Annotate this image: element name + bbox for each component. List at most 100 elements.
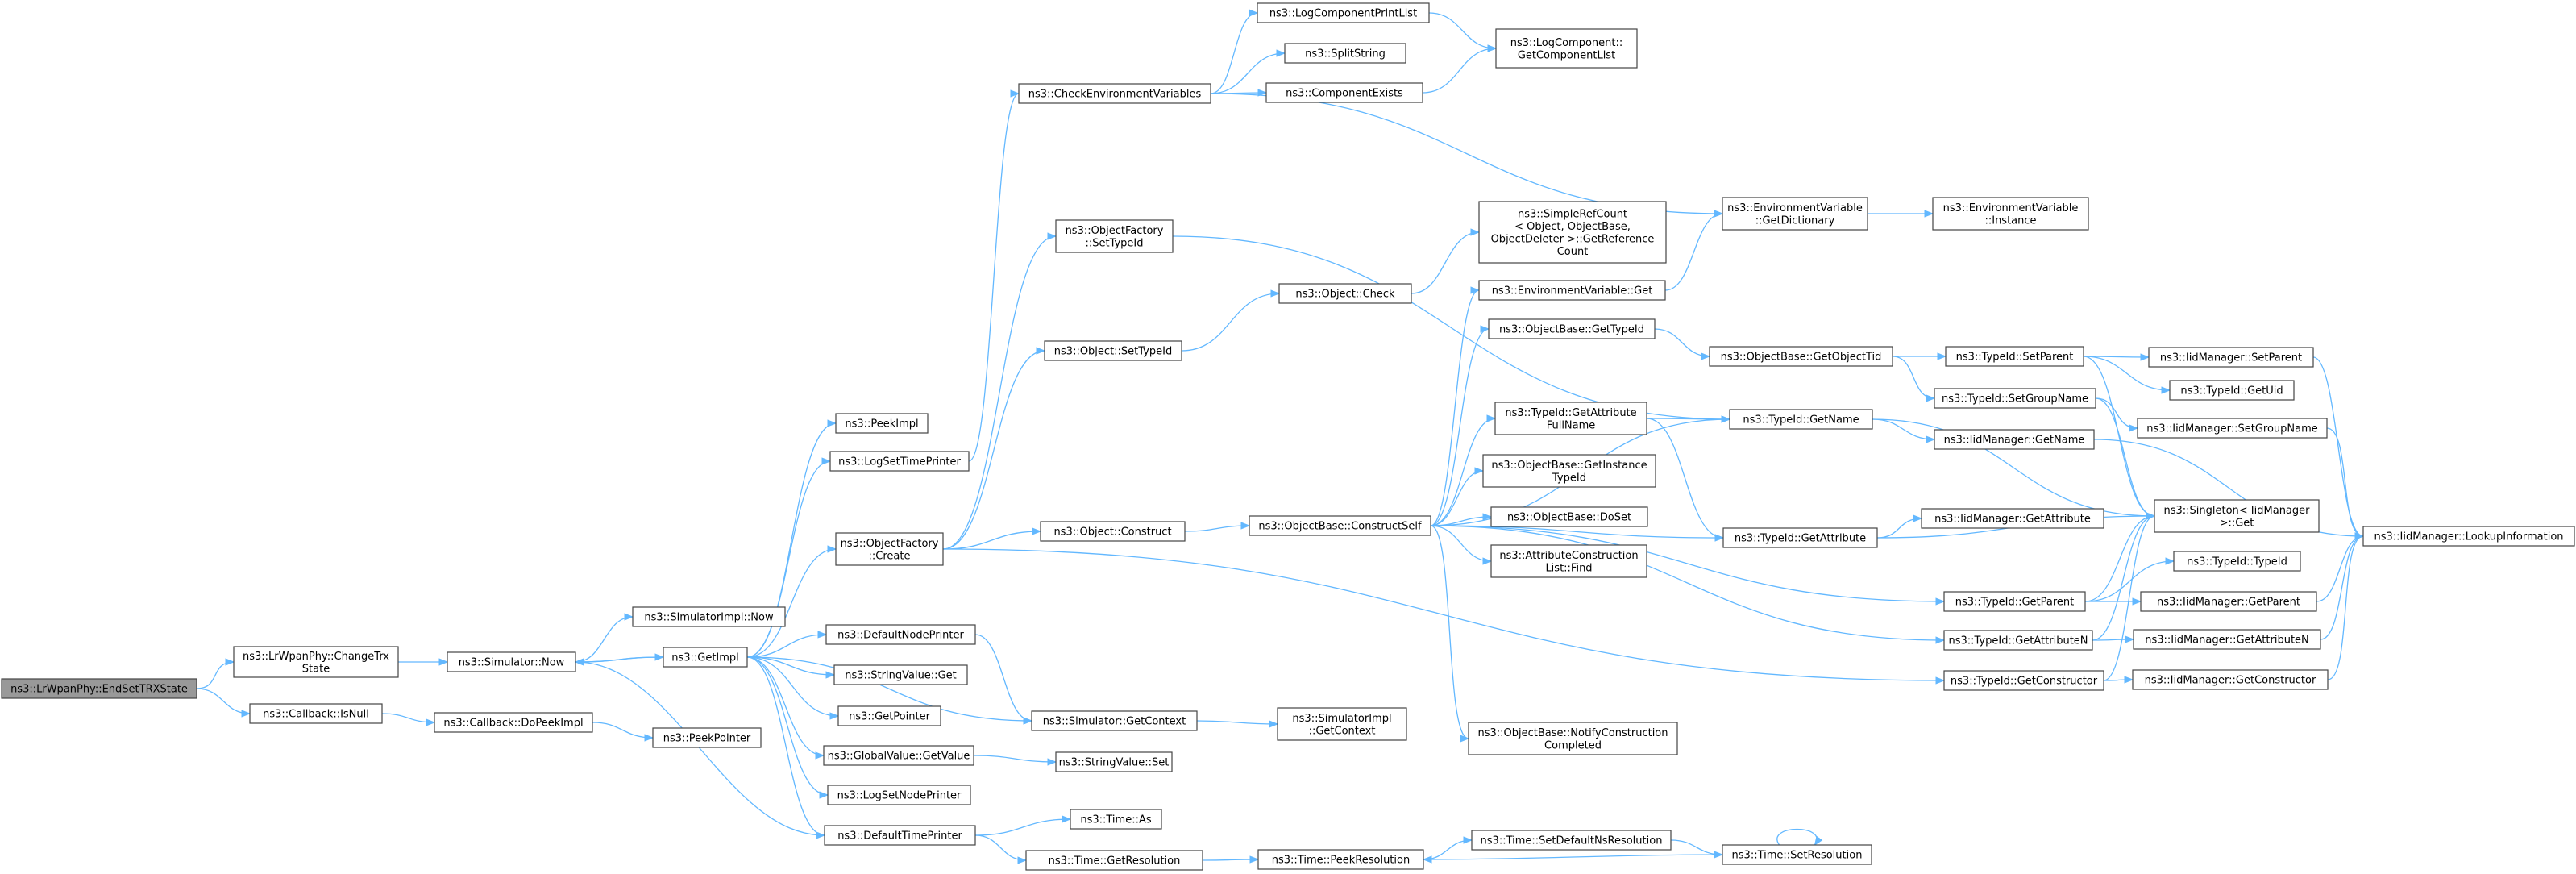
node-label: ns3::TypeId::GetAttribute: [1735, 533, 1866, 545]
edge-iidmgrgetparent-to-iidmgrlookup: [2316, 532, 2365, 602]
node-typeidgetattr[interactable]: ns3::TypeId::GetAttribute: [1722, 527, 1878, 548]
node-label: ns3::GetPointer: [849, 711, 930, 723]
node-compexists[interactable]: ns3::ComponentExists: [1265, 82, 1423, 103]
node-typeidgetparent[interactable]: ns3::TypeId::GetParent: [1943, 591, 2086, 612]
node-iidmgrgetattr[interactable]: ns3::IidManager::GetAttribute: [1921, 508, 2104, 529]
node-typeidgetuid[interactable]: ns3::TypeId::GetUid: [2169, 380, 2295, 401]
node-box: [1478, 201, 1667, 264]
node-label: ns3::Callback::DoPeekImpl: [443, 718, 583, 730]
node-logsettime[interactable]: ns3::LogSetTimePrinter: [829, 451, 970, 472]
node-typeidgetname[interactable]: ns3::TypeId::GetName: [1729, 409, 1873, 430]
node-objsettype[interactable]: ns3::Object::SetTypeId: [1044, 340, 1182, 361]
node-cbisnull[interactable]: ns3::Callback::IsNull: [249, 703, 383, 724]
node-timepeekres[interactable]: ns3::Time::PeekResolution: [1257, 849, 1424, 870]
node-box: [1490, 544, 1647, 578]
node-typeidgetconstr[interactable]: ns3::TypeId::GetConstructor: [1943, 670, 2104, 691]
node-simplerefcount[interactable]: ns3::SimpleRefCount< Object, ObjectBase,…: [1478, 201, 1667, 264]
node-getpointer[interactable]: ns3::GetPointer: [837, 705, 941, 726]
node-label: ::GetContext: [1309, 725, 1376, 737]
node-label: ns3::IidManager::GetParent: [2157, 597, 2300, 609]
node-peekpointer[interactable]: ns3::PeekPointer: [652, 727, 762, 748]
node-label: ns3::IidManager::LookupInformation: [2374, 531, 2563, 543]
node-envvargetdict[interactable]: ns3::EnvironmentVariable::GetDictionary: [1722, 197, 1868, 231]
node-deftimeprinter[interactable]: ns3::DefaultTimePrinter: [824, 825, 976, 846]
node-iidmgrlookup[interactable]: ns3::IidManager::LookupInformation: [2362, 526, 2575, 547]
node-box: [823, 745, 974, 766]
node-label: ObjectDeleter >::GetReference: [1491, 233, 1655, 245]
node-iidmgrgetparent[interactable]: ns3::IidManager::GetParent: [2140, 591, 2317, 612]
node-logcompgetlist[interactable]: ns3::LogComponent::GetComponentList: [1495, 28, 1638, 69]
node-iidmgrsetgroup[interactable]: ns3::IidManager::SetGroupName: [2137, 418, 2328, 439]
node-peekimpl[interactable]: ns3::PeekImpl: [835, 413, 929, 434]
edge-typeidgetconstr-to-singletonget: [2103, 512, 2156, 681]
node-box: [1945, 346, 2084, 367]
node-label: ns3::EnvironmentVariable::Get: [1492, 285, 1653, 298]
node-splitstring[interactable]: ns3::SplitString: [1284, 43, 1406, 64]
edge-getimpl-to-globalvalget: [746, 656, 825, 760]
node-timegetres[interactable]: ns3::Time::GetResolution: [1025, 850, 1203, 871]
node-box: [1040, 521, 1186, 542]
node-objbasedoset[interactable]: ns3::ObjectBase::DoSet: [1490, 506, 1648, 527]
edge-root-to-cbisnull: [196, 688, 251, 718]
node-objfactsettype[interactable]: ns3::ObjectFactory::SetTypeId: [1055, 219, 1174, 253]
node-objconstruct[interactable]: ns3::Object::Construct: [1040, 521, 1186, 542]
node-box: [1025, 850, 1203, 871]
node-checkenv[interactable]: ns3::CheckEnvironmentVariables: [1018, 83, 1211, 104]
node-getimpl[interactable]: ns3::GetImpl: [663, 647, 748, 668]
node-label: State: [302, 663, 330, 675]
edge-getimpl-to-deftimeprinter: [746, 656, 826, 839]
node-iidmgrgetname[interactable]: ns3::IidManager::GetName: [1934, 429, 2095, 450]
node-objbasegetobjtid[interactable]: ns3::ObjectBase::GetObjectTid: [1709, 346, 1893, 367]
node-defnodeprinter[interactable]: ns3::DefaultNodePrinter: [825, 624, 976, 645]
edge-cbisnull-to-cbdopeek: [381, 713, 436, 726]
node-cbdopeek[interactable]: ns3::Callback::DoPeekImpl: [434, 712, 593, 733]
node-box: [1495, 28, 1638, 69]
node-simimplgetctx[interactable]: ns3::SimulatorImpl::GetContext: [1277, 707, 1407, 741]
node-strvalset[interactable]: ns3::StringValue::Set: [1055, 751, 1173, 772]
node-label: ns3::GetImpl: [671, 652, 739, 664]
node-globalvalget[interactable]: ns3::GlobalValue::GetValue: [823, 745, 974, 766]
node-typeidsetparent[interactable]: ns3::TypeId::SetParent: [1945, 346, 2084, 367]
node-constructself[interactable]: ns3::ObjectBase::ConstructSelf: [1249, 515, 1431, 536]
edge-cbdopeek-to-peekpointer: [592, 722, 654, 742]
node-typeidgetattrn[interactable]: ns3::TypeId::GetAttributeN: [1943, 630, 2093, 651]
node-label: ns3::TypeId::GetUid: [2180, 385, 2283, 397]
edge-getimpl-to-defnodeprinter: [746, 631, 828, 658]
node-notifyconstr[interactable]: ns3::ObjectBase::NotifyConstructionCompl…: [1468, 722, 1678, 755]
node-iidmgrgetconstr[interactable]: ns3::IidManager::GetConstructor: [2132, 669, 2329, 690]
node-objfactcreate[interactable]: ns3::ObjectFactory::Create: [835, 532, 944, 566]
node-box: [652, 727, 762, 748]
node-timesetres[interactable]: ns3::Time::SetResolution: [1722, 844, 1872, 865]
node-objcheck[interactable]: ns3::Object::Check: [1278, 283, 1412, 304]
node-iidmgrgetattrn[interactable]: ns3::IidManager::GetAttributeN: [2133, 629, 2321, 650]
node-strvalget[interactable]: ns3::StringValue::Get: [833, 664, 968, 685]
node-box: [1249, 515, 1431, 536]
node-label: ns3::TypeId::GetParent: [1955, 597, 2075, 609]
node-simgetctx[interactable]: ns3::Simulator::GetContext: [1031, 710, 1198, 731]
edge-typeidsetgroup-to-singletonget: [2095, 397, 2156, 520]
node-box: [1018, 83, 1211, 104]
node-iidmgrsetparent[interactable]: ns3::IidManager::SetParent: [2148, 347, 2314, 368]
node-typeidtypeid[interactable]: ns3::TypeId::TypeId: [2173, 551, 2301, 572]
node-singletonget[interactable]: ns3::Singleton< IidManager>::Get: [2154, 499, 2320, 533]
edge-simgetctx-to-simimplgetctx: [1196, 720, 1279, 728]
node-typeidsetgroup[interactable]: ns3::TypeId::SetGroupName: [1934, 388, 2096, 409]
node-timesetdefns[interactable]: ns3::Time::SetDefaultNsResolution: [1471, 830, 1672, 851]
edge-objconstruct-to-constructself: [1184, 522, 1251, 532]
node-simimplnow[interactable]: ns3::SimulatorImpl::Now: [632, 606, 786, 627]
node-logcompprint[interactable]: ns3::LogComponentPrintList: [1257, 2, 1430, 23]
node-root[interactable]: ns3::LrWpanPhy::EndSetTRXState: [1, 678, 197, 699]
node-envvarget[interactable]: ns3::EnvironmentVariable::Get: [1478, 280, 1666, 301]
node-timeas[interactable]: ns3::Time::As: [1070, 809, 1162, 830]
node-objbasegettypeid[interactable]: ns3::ObjectBase::GetTypeId: [1488, 318, 1656, 339]
node-label: ns3::DefaultNodePrinter: [837, 630, 964, 642]
node-simnow[interactable]: ns3::Simulator::Now: [447, 651, 576, 672]
node-logsetnode[interactable]: ns3::LogSetNodePrinter: [827, 785, 971, 805]
node-envvarinst[interactable]: ns3::EnvironmentVariable::Instance: [1932, 197, 2089, 231]
node-label: Completed: [1544, 739, 1602, 751]
node-label: ns3::EnvironmentVariable: [1727, 202, 1863, 214]
